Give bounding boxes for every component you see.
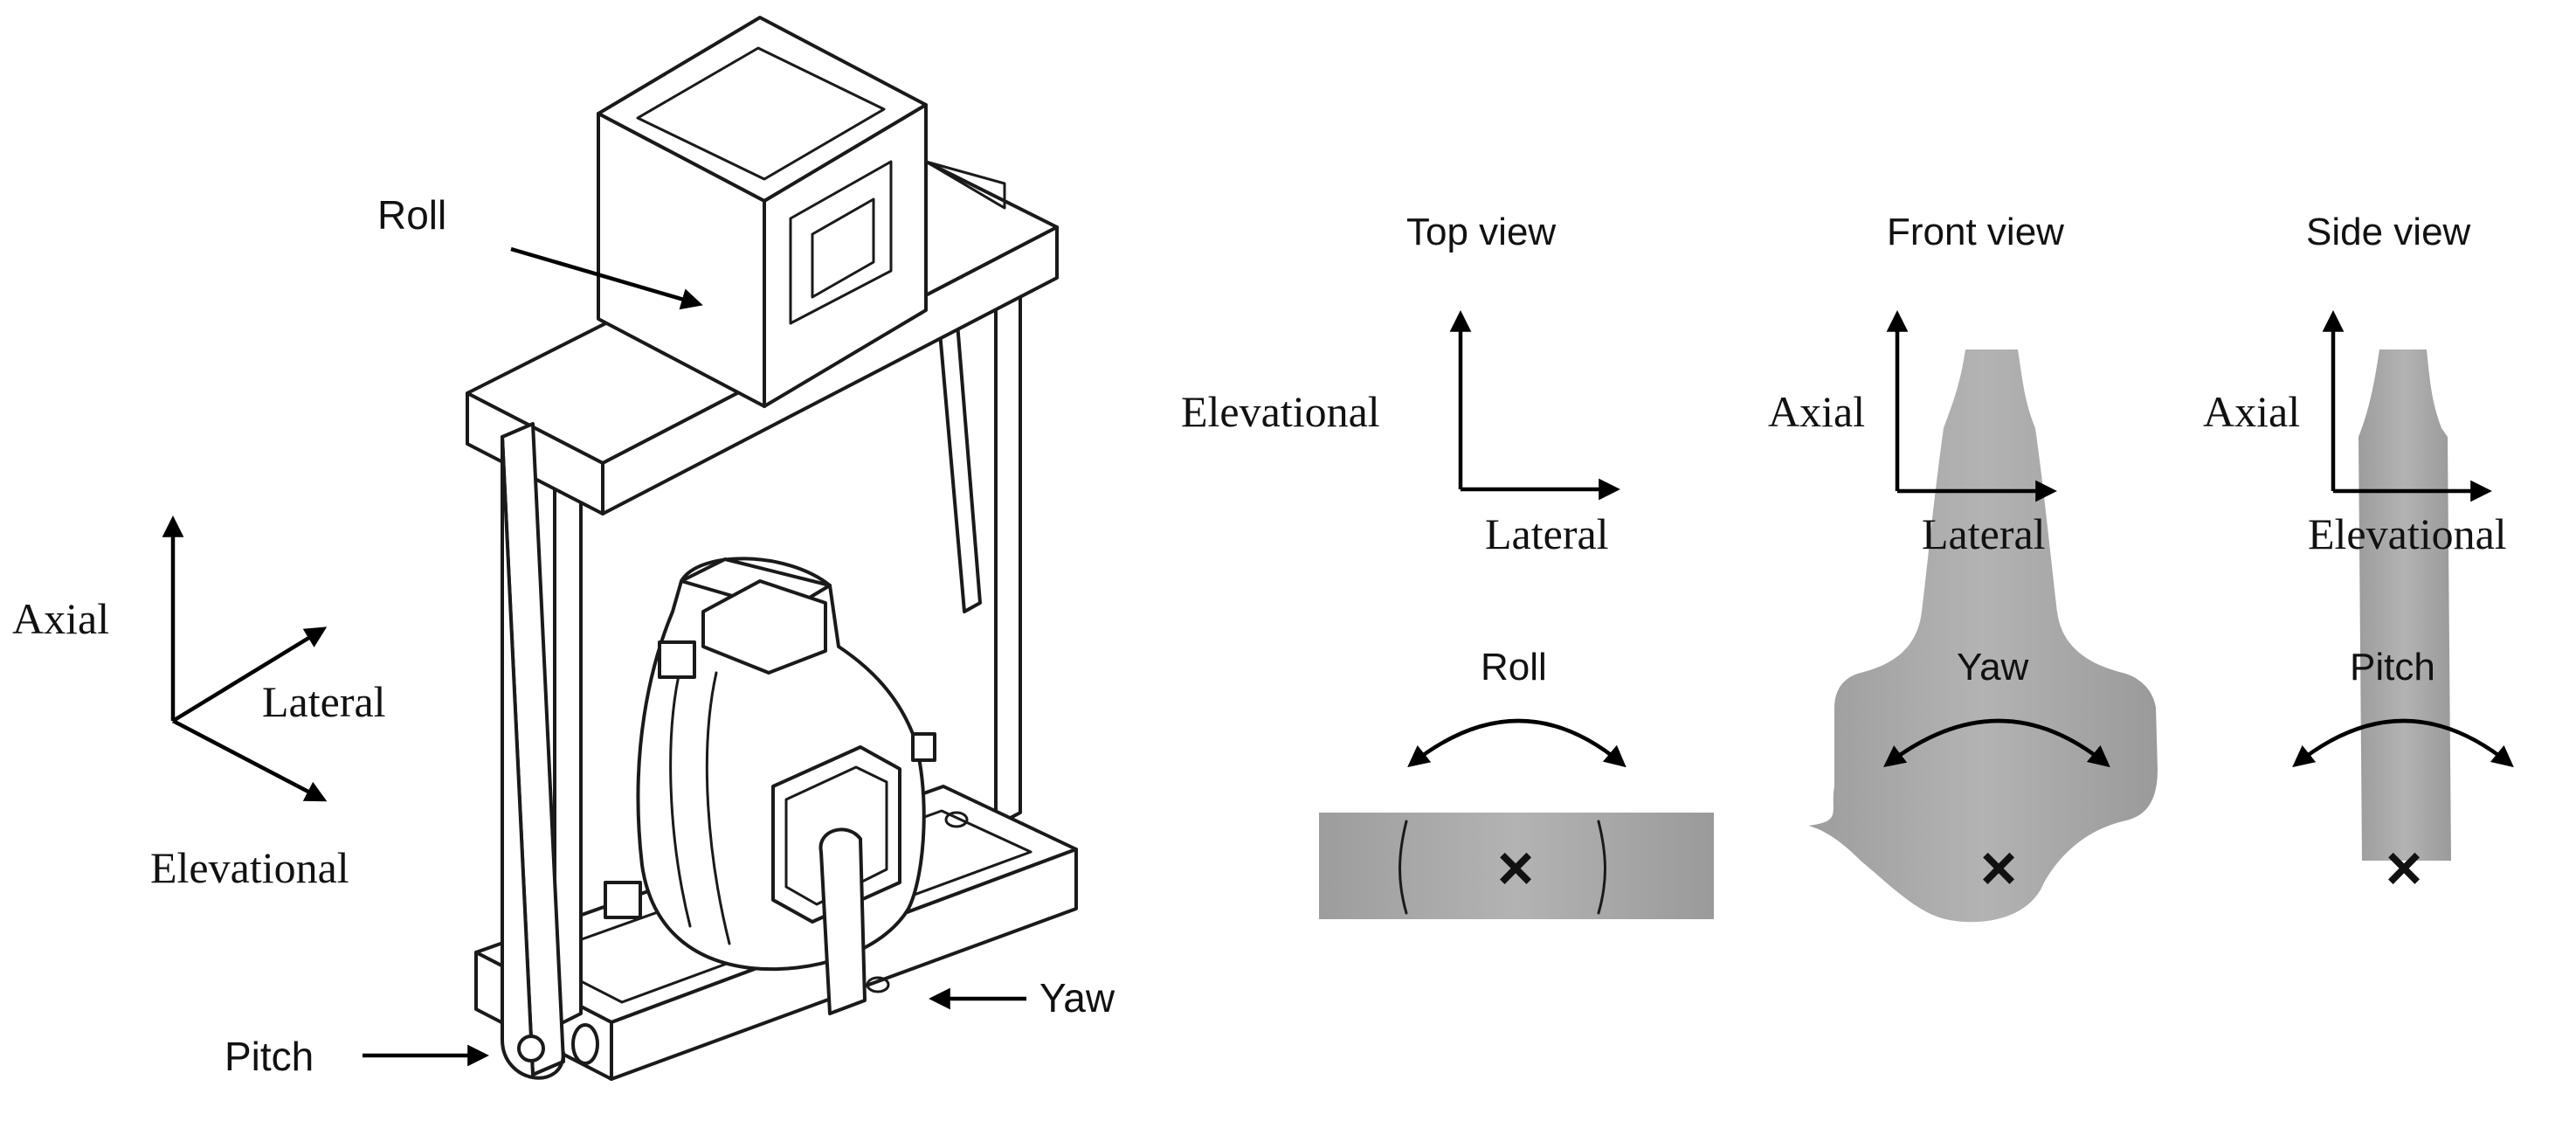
front-view-probe-silhouette <box>1808 349 2158 923</box>
top-view-roll-rotation-arrow <box>1407 718 1626 768</box>
side-view-center-marker: × <box>2386 834 2422 903</box>
lateral-axis-arrow <box>171 626 328 723</box>
top-view-probe-face <box>1319 813 1714 919</box>
front-view-yaw-rotation-arrow <box>1883 718 2110 768</box>
left-axis-triad: Axial Lateral Elevational <box>12 516 386 892</box>
transducer-body <box>636 557 926 1015</box>
side-view-title: Side view <box>2306 211 2471 253</box>
axial-label: Axial <box>12 594 109 643</box>
elevational-label: Elevational <box>150 843 349 892</box>
top-view-elevational-label: Elevational <box>1181 387 1380 436</box>
front-view-lateral-label: Lateral <box>1922 509 2046 558</box>
pitch-arm <box>501 422 599 1080</box>
top-view-lateral-label: Lateral <box>1485 509 1609 558</box>
top-view-title: Top view <box>1406 211 1556 253</box>
pitch-label: Pitch <box>224 1034 314 1079</box>
yaw-label: Yaw <box>1039 975 1115 1021</box>
side-view-panel: Side view Axial Elevational Pitch × <box>2203 211 2514 903</box>
front-view-yaw-label: Yaw <box>1957 646 2029 689</box>
lateral-label: Lateral <box>262 677 386 726</box>
side-view-elevational-label: Elevational <box>2308 509 2507 558</box>
front-view-axial-label: Axial <box>1768 387 1865 436</box>
side-view-axial-label: Axial <box>2203 387 2300 436</box>
top-view-panel: Top view Elevational Lateral Roll × <box>1181 211 1714 919</box>
side-view-pitch-rotation-arrow <box>2292 718 2514 768</box>
probe-holder-drawing <box>466 16 1078 1081</box>
front-view-center-marker: × <box>1980 834 2017 903</box>
top-view-roll-label: Roll <box>1481 646 1547 689</box>
front-view-panel: Front view Axial Lateral Yaw × <box>1768 211 2158 923</box>
roll-pointer-arrow <box>510 246 703 310</box>
side-view-pitch-label: Pitch <box>2350 646 2435 689</box>
side-view-probe-silhouette <box>2358 349 2451 861</box>
elevational-axis-arrow <box>171 719 328 802</box>
roll-label: Roll <box>377 192 446 238</box>
device-rotation-labels: Roll Yaw Pitch <box>224 192 1115 1079</box>
front-view-title: Front view <box>1887 211 2064 253</box>
top-view-center-marker: × <box>1497 834 1534 903</box>
